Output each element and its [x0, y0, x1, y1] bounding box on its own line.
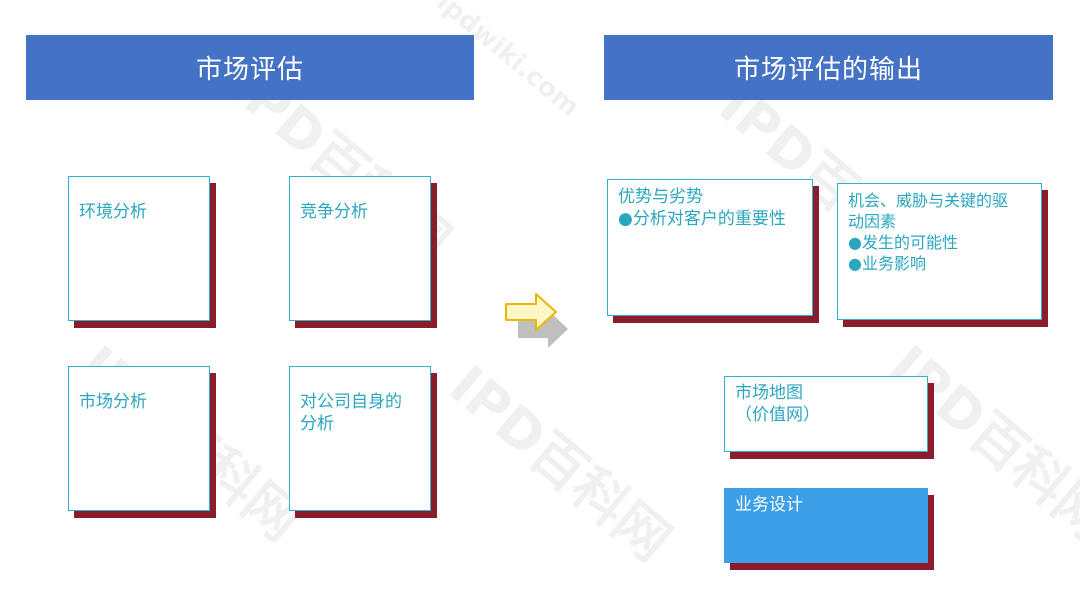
card-title-line1: 机会、威胁与关键的驱 [848, 191, 1009, 210]
self-analysis-card: 对公司自身的 分析 [289, 366, 431, 511]
card-label-line1: 对公司自身的 [300, 392, 402, 412]
card-label: 竞争分析 [300, 202, 368, 222]
watermark-brand: IPD百科网 [437, 353, 683, 574]
market-analysis-card: 市场分析 [68, 366, 210, 511]
card-title-line1: 市场地图 [735, 383, 803, 403]
card-bullet: ●业务影响 [848, 254, 926, 273]
strengths-weaknesses-card: 优势与劣势 ●分析对客户的重要性 [607, 179, 813, 316]
card-label: 市场分析 [79, 392, 147, 412]
card-label-line2: 分析 [300, 414, 334, 434]
market-assessment-header: 市场评估 [26, 35, 474, 100]
competition-analysis-card: 竞争分析 [289, 176, 431, 321]
market-map-card: 市场地图 （价值网） [724, 376, 928, 452]
card-title-line2: （价值网） [735, 405, 820, 425]
card-title-line2: 动因素 [848, 212, 897, 231]
opportunities-threats-card: 机会、威胁与关键的驱 动因素 ●发生的可能性 ●业务影响 [837, 183, 1042, 320]
assessment-output-header: 市场评估的输出 [604, 35, 1053, 100]
right-arrow-icon [505, 293, 568, 348]
card-label: 环境分析 [79, 202, 147, 222]
business-design-card: 业务设计 [724, 488, 928, 563]
card-bullet: ●发生的可能性 [848, 233, 958, 252]
card-bullet: ●分析对客户的重要性 [618, 209, 786, 229]
card-title: 优势与劣势 [618, 187, 703, 207]
card-label: 业务设计 [735, 495, 803, 515]
environment-analysis-card: 环境分析 [68, 176, 210, 321]
